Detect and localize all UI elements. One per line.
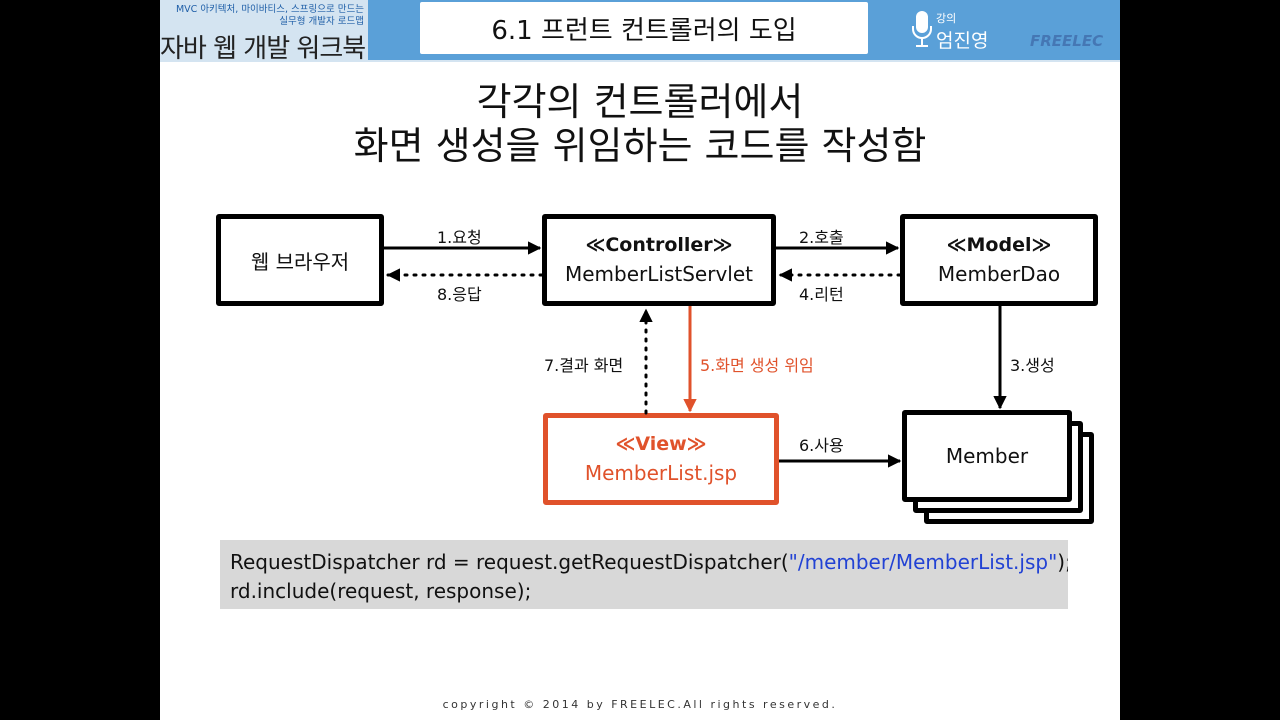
view-name: MemberList.jsp [584,461,738,485]
browser-node: 웹 브라우저 [216,214,384,306]
member-node: Member [902,410,1072,502]
book-subtitle-line2: 실무형 개발자 로드맵 [279,16,364,27]
publisher-logo: FREELEC [1030,32,1104,50]
book-subtitle-line1: MVC 아키텍처, 마이바티스, 스프링으로 만드는 [175,4,364,15]
slide-title: 6.1 프런트 컨트롤러의 도입 [491,15,797,46]
response-label: 8.응답 [437,285,482,304]
view-node: ≪View≫ MemberList.jsp [543,413,779,505]
model-node: ≪Model≫ MemberDao [900,214,1098,306]
view-stereotype: ≪View≫ [615,433,707,455]
code-snippet: RequestDispatcher rd = request.getReques… [220,540,1068,609]
microphone-icon [912,11,932,47]
return-label: 4.리턴 [799,285,844,304]
code-line1-suffix: ); [1057,550,1068,574]
lecturer-name: 엄진영 [936,30,989,52]
lecture-label: 강의 [936,12,957,25]
member-node-label: Member [945,444,1029,468]
headline-line2: 화면 생성을 위임하는 코드를 작성함 [353,124,927,168]
call-label: 2.호출 [799,228,844,247]
slide-header: MVC 아키텍처, 마이바티스, 스프링으로 만드는 실무형 개발자 로드맵 자… [160,0,1120,64]
model-name: MemberDao [937,262,1061,286]
request-label: 1.요청 [437,228,482,247]
book-title: 자바 웹 개발 워크북 [160,34,366,64]
code-line-1: RequestDispatcher rd = request.getReques… [230,548,1068,577]
slide-title-box: 6.1 프런트 컨트롤러의 도입 [420,2,868,54]
headline-line1: 각각의 컨트롤러에서 [476,80,804,124]
browser-node-label: 웹 브라우저 [250,249,350,274]
create-label: 3.생성 [1010,356,1055,375]
model-stereotype: ≪Model≫ [946,234,1052,256]
slide: MVC 아키텍처, 마이바티스, 스프링으로 만드는 실무형 개발자 로드맵 자… [160,0,1120,720]
use-label: 6.사용 [799,436,844,455]
delegate-label: 5.화면 생성 위임 [700,356,814,375]
controller-name: MemberListServlet [565,262,753,286]
code-line-2: rd.include(request, response); [230,579,532,603]
result-label: 7.결과 화면 [544,356,624,375]
book-subtitle: MVC 아키텍처, 마이바티스, 스프링으로 만드는 실무형 개발자 로드맵 [160,4,364,28]
lecture-info: 강의 엄진영 [908,10,998,54]
controller-stereotype: ≪Controller≫ [585,234,733,256]
headline: 각각의 컨트롤러에서 화면 생성을 위임하는 코드를 작성함 [160,80,1120,168]
copyright-footer: copyright © 2014 by FREELEC.All rights r… [442,698,838,711]
code-line1-prefix: RequestDispatcher rd = request.getReques… [230,550,789,574]
code-string-literal: "/member/MemberList.jsp" [788,550,1058,574]
controller-node: ≪Controller≫ MemberListServlet [542,214,776,306]
